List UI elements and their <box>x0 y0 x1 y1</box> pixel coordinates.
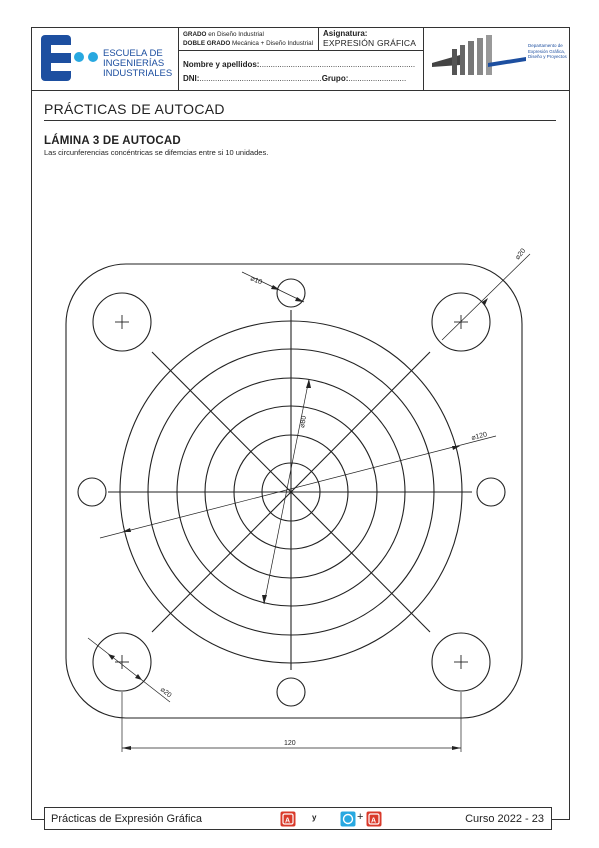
footer-bar: Prácticas de Expresión Gráfica A y + A C… <box>44 807 552 830</box>
dim-text-outer-circle: ⌀120 <box>471 431 488 442</box>
corner-hole-bl <box>92 632 152 692</box>
autocad-drawing: ⌀10 ⌀20 ⌀20 ⌀80 ⌀120 120 <box>65 248 531 752</box>
dim-text-corner-bottom: ⌀20 <box>159 686 173 699</box>
autocad-app-icon: A <box>280 811 296 827</box>
concentric-circle-5 <box>147 348 435 636</box>
dim-leader-corner-top <box>441 253 531 341</box>
dim-leader-corner-bottom <box>87 637 171 703</box>
svg-text:A: A <box>371 818 376 825</box>
school-dots-icon <box>74 52 98 62</box>
footer-y: y <box>312 813 317 822</box>
svg-text:A: A <box>285 818 290 825</box>
concentric-circle-6 <box>119 320 463 664</box>
school-name: ESCUELA DE INGENIERÍAS INDUSTRIALES <box>103 48 173 79</box>
school-e-logo-icon <box>41 35 71 81</box>
autocad-app-icon-2: A <box>366 811 382 827</box>
concentric-circle-4 <box>176 377 406 607</box>
concentric-circle-1 <box>261 462 321 522</box>
dim-line-inner-circle <box>263 378 310 605</box>
corner-hole-tr <box>431 292 491 352</box>
asignatura-label: Asignatura: <box>323 29 368 38</box>
grado-line-2: DOBLE GRADO Mecánica + Diseño Industrial <box>183 40 314 47</box>
3d-modeling-app-icon <box>340 811 356 827</box>
small-hole-left <box>77 477 107 507</box>
dim-text-small-hole: ⌀10 <box>249 275 263 286</box>
dim-line-outer-circle <box>99 435 497 539</box>
center-line-diag-2 <box>151 351 431 633</box>
section-title: PRÁCTICAS DE AUTOCAD <box>44 101 225 117</box>
small-hole-top <box>276 278 306 308</box>
footer-plus: + <box>357 811 364 823</box>
small-hole-right <box>476 477 506 507</box>
school-logo-cell: ESCUELA DE INGENIERÍAS INDUSTRIALES <box>31 27 179 90</box>
grado-line-1: GRADO en Diseño Industrial <box>183 31 264 38</box>
department-name: Departamento de Expresión Gráfica, Diseñ… <box>528 43 567 59</box>
department-logo-cell: Departamento de Expresión Gráfica, Diseñ… <box>424 27 570 90</box>
concentric-circle-2 <box>233 434 349 550</box>
footer-software-icons: A y + A <box>280 811 390 827</box>
corner-hole-br <box>431 632 491 692</box>
plate-outline <box>65 263 523 719</box>
corner-hole-tl <box>92 292 152 352</box>
dim-text-inner-circle: ⌀80 <box>299 415 308 428</box>
asignatura-value: EXPRESIÓN GRÁFICA <box>323 38 417 48</box>
dim-text-width: 120 <box>284 740 296 747</box>
grado-cell: GRADO en Diseño Industrial DOBLE GRADO M… <box>179 27 319 51</box>
lamina-description: Las circunferencias concéntricas se dife… <box>44 148 269 157</box>
lamina-title: LÁMINA 3 DE AUTOCAD <box>44 135 181 147</box>
department-logo-icon <box>432 35 526 75</box>
footer-left-text: Prácticas de Expresión Gráfica <box>51 813 203 825</box>
asignatura-cell: Asignatura: EXPRESIÓN GRÁFICA <box>319 27 424 51</box>
footer-right-text: Curso 2022 - 23 <box>465 813 544 825</box>
dim-text-corner-top: ⌀20 <box>514 248 527 262</box>
section-divider <box>44 120 556 121</box>
dni-grupo-field[interactable]: DNI:....................................… <box>183 74 407 83</box>
nombre-field[interactable]: Nombre y apellidos:.....................… <box>183 60 416 69</box>
title-block: ESCUELA DE INGENIERÍAS INDUSTRIALES GRAD… <box>31 27 570 91</box>
concentric-circle-3 <box>204 405 378 579</box>
small-hole-bottom <box>276 677 306 707</box>
student-info-cell: Nombre y apellidos:.....................… <box>179 51 424 90</box>
